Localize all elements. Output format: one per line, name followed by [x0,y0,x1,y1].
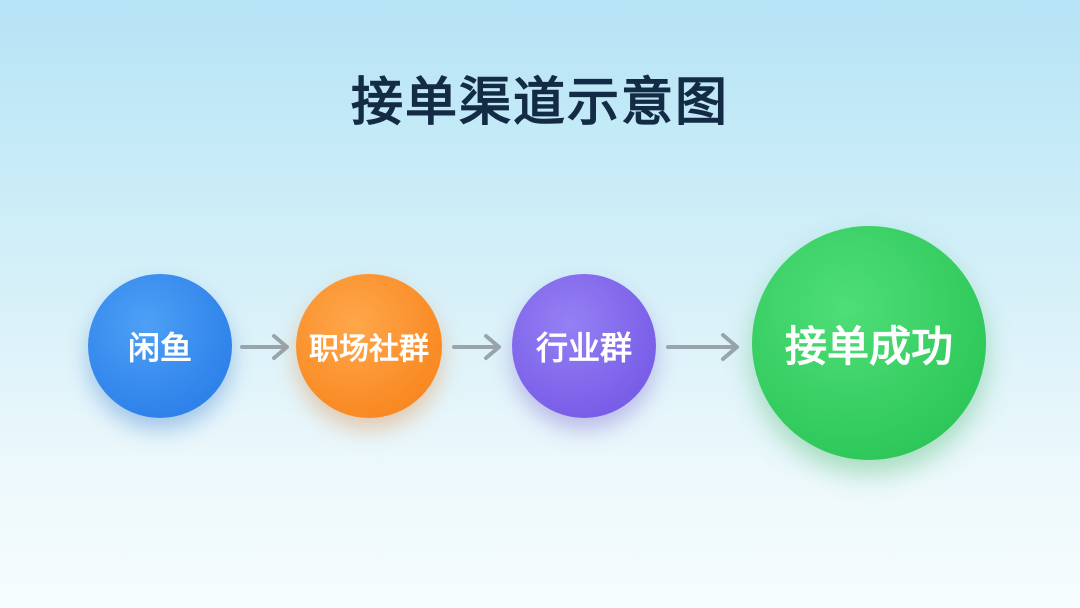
node-label-order-success: 接单成功 [784,321,953,371]
node-order-success: 接单成功 [752,226,986,460]
right-arrow-icon [240,334,289,360]
node-workplace-community: 职场社群 [296,274,442,418]
node-label-xianyu: 闲鱼 [127,329,192,367]
diagram-title: 接单渠道示意图 [350,73,729,133]
node-industry-group: 行业群 [512,274,656,418]
right-arrow-icon [452,334,501,360]
node-label-workplace-community: 职场社群 [309,332,429,367]
node-label-industry-group: 行业群 [535,329,632,367]
node-xianyu: 闲鱼 [88,274,232,418]
right-arrow-icon [666,333,739,361]
